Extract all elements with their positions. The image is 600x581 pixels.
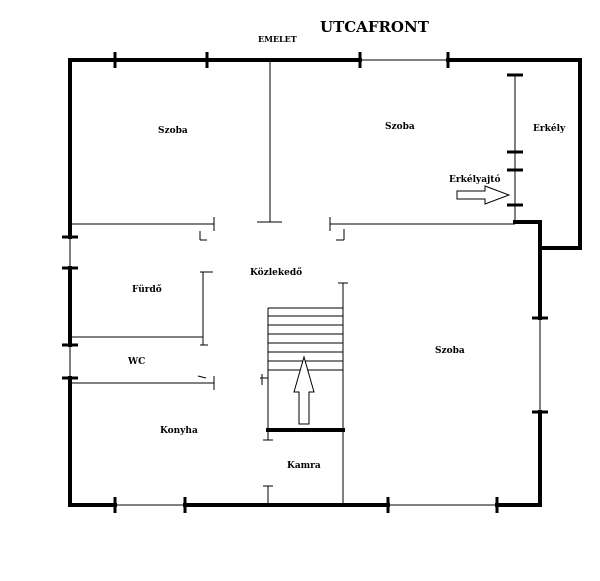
room-label-konyha: Konyha xyxy=(160,426,198,436)
plan-title: UTCAFRONT xyxy=(320,18,430,36)
room-label-furdo: Fürdő xyxy=(132,284,162,295)
wc-door-jamb-2 xyxy=(197,375,207,379)
outer-walls xyxy=(68,58,582,507)
balcony-door-arrow-icon xyxy=(456,185,511,205)
stair-up-arrow-icon xyxy=(293,355,315,425)
room-label-szoba-left: Szoba xyxy=(158,126,188,136)
room-label-wc: WC xyxy=(127,357,145,367)
room-label-erkely: Erkély xyxy=(533,123,566,134)
room-label-kozlekedo: Közlekedő xyxy=(250,267,302,278)
window-ticks xyxy=(62,52,548,513)
room-label-szoba-top-right: Szoba xyxy=(385,122,415,132)
thin-walls xyxy=(69,59,541,506)
floor-label: EMELET xyxy=(258,34,297,44)
room-label-szoba-big: Szoba xyxy=(435,346,465,356)
room-label-kamra: Kamra xyxy=(287,461,321,471)
label-erkelyajto: Erkélyajtó xyxy=(449,174,500,185)
